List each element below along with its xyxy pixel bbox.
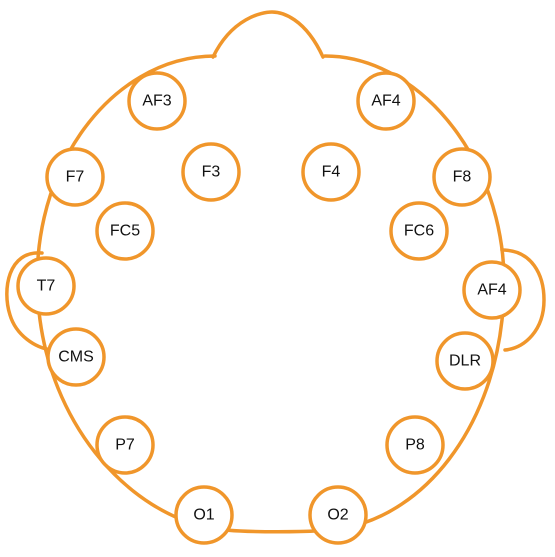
electrode-fc6-label: FC6 [404, 223, 434, 240]
electrode-o1-label: O1 [193, 507, 214, 524]
electrode-f4-circle [301, 142, 361, 202]
electrode-af4-top: AF4 [356, 71, 416, 131]
electrode-p8: P8 [385, 415, 445, 475]
electrode-af4-right-circle [462, 260, 522, 320]
electrode-cms: CMS [46, 327, 106, 387]
electrode-f7-circle [45, 147, 105, 207]
electrode-t7-circle [16, 256, 76, 316]
electrode-af4-top-circle [356, 71, 416, 131]
electrode-af4-right: AF4 [462, 260, 522, 320]
electrode-cms-circle [46, 327, 106, 387]
electrode-p8-circle [385, 415, 445, 475]
electrode-t7: T7 [16, 256, 76, 316]
electrode-f3-circle [181, 142, 241, 202]
electrode-p7: P7 [95, 415, 155, 475]
electrode-p7-label: P7 [115, 437, 135, 454]
head-outline [35, 54, 506, 534]
electrode-af3: AF3 [127, 71, 187, 131]
electrode-af4-right-label: AF4 [477, 282, 506, 299]
electrode-o1-circle [174, 485, 234, 545]
electrode-fc5-label: FC5 [110, 223, 140, 240]
electrode-t7-label: T7 [37, 278, 56, 295]
right-ear-outline [500, 248, 546, 352]
electrode-f8-label: F8 [453, 169, 472, 186]
electrode-f3: F3 [181, 142, 241, 202]
electrode-f4: F4 [301, 142, 361, 202]
electrode-af3-label: AF3 [142, 93, 171, 110]
electrode-dlr: DLR [435, 331, 495, 391]
electrode-f4-label: F4 [322, 164, 341, 181]
electrode-fc5-circle [95, 201, 155, 261]
electrode-fc5: FC5 [95, 201, 155, 261]
head-outline-group [5, 10, 546, 534]
electrode-o2-label: O2 [327, 507, 348, 524]
electrode-o2-circle [308, 485, 368, 545]
electrode-dlr-label: DLR [449, 353, 481, 370]
electrode-cms-label: CMS [58, 349, 94, 366]
electrode-o2: O2 [308, 485, 368, 545]
electrode-fc6-circle [389, 201, 449, 261]
electrode-p7-circle [95, 415, 155, 475]
electrode-f3-label: F3 [202, 164, 221, 181]
electrode-f7: F7 [45, 147, 105, 207]
nose-outline [211, 10, 325, 59]
electrode-p8-label: P8 [405, 437, 425, 454]
electrode-f7-label: F7 [66, 169, 85, 186]
electrode-fc6: FC6 [389, 201, 449, 261]
electrode-f8: F8 [432, 147, 492, 207]
electrode-o1: O1 [174, 485, 234, 545]
electrode-af4-top-label: AF4 [371, 93, 400, 110]
left-ear-outline [5, 251, 54, 352]
electrode-f8-circle [432, 147, 492, 207]
electrode-dlr-circle [435, 331, 495, 391]
electrode-af3-circle [127, 71, 187, 131]
